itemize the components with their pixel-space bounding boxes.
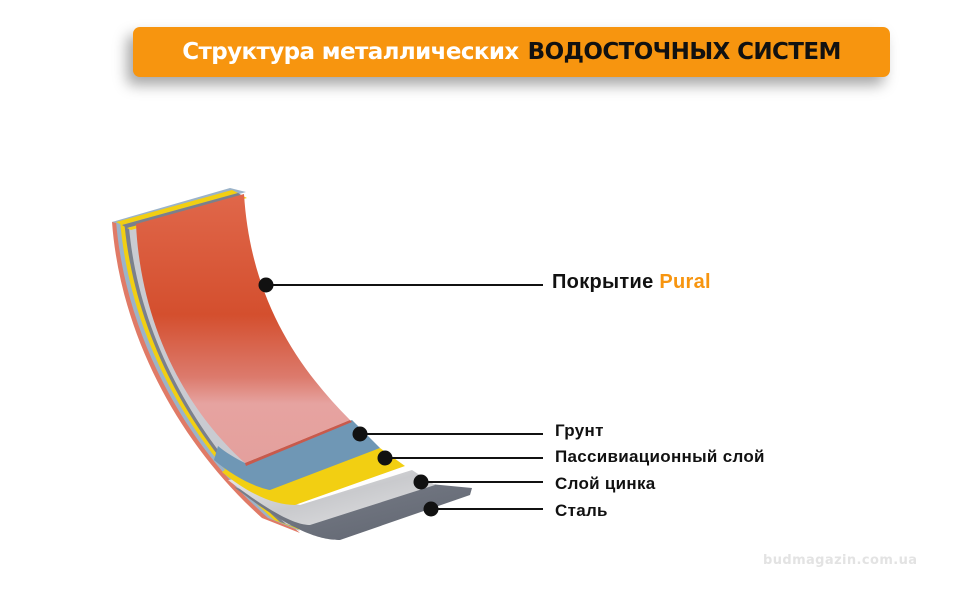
leader-zinc — [413, 474, 543, 490]
leader-passivation — [377, 450, 543, 466]
title-light-text: Структура металлических — [182, 39, 519, 65]
zinc-layer — [228, 470, 435, 525]
title-banner: Структура металлических ВОДОСТОЧНЫХ СИСТ… — [133, 27, 890, 77]
label-steel: Сталь — [555, 501, 608, 520]
leader-primer — [352, 426, 543, 442]
label-primer: Грунт — [555, 421, 604, 440]
watermark: budmagazin.com.ua — [763, 553, 918, 568]
primer-layer — [214, 420, 380, 490]
passivation-layer — [222, 448, 405, 505]
leader-coating — [258, 277, 543, 293]
leader-steel — [423, 501, 543, 517]
label-coating: Покрытие Pural — [552, 271, 711, 294]
title-dark-text: ВОДОСТОЧНЫХ СИСТЕМ — [527, 39, 842, 65]
label-coating-accent: Pural — [659, 271, 711, 293]
label-passivation: Пассивиационный слой — [555, 447, 765, 466]
label-coating-text: Покрытие — [552, 271, 654, 293]
coating-layer — [136, 194, 350, 463]
coating-edge — [245, 420, 352, 466]
steel-layer — [234, 484, 472, 540]
label-zinc: Слой цинка — [555, 474, 656, 493]
